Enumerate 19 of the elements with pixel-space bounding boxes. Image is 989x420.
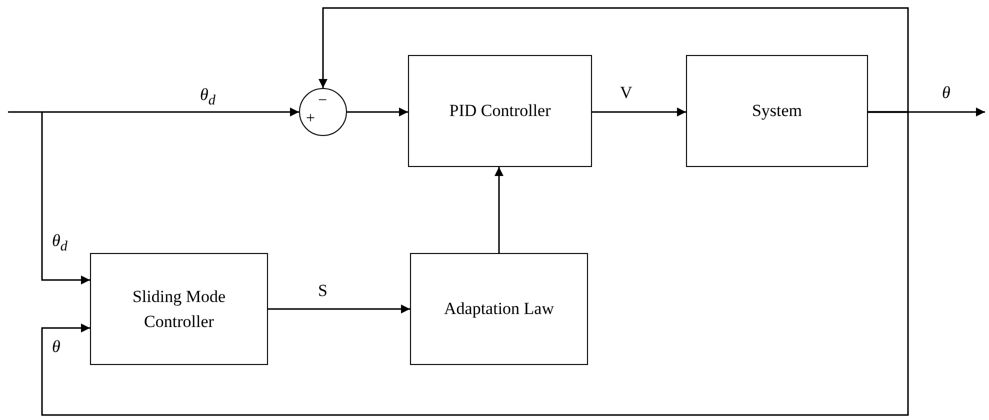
- block-label: Sliding Mode Controller: [131, 286, 227, 333]
- block: [408, 55, 592, 167]
- sign-label: −: [318, 93, 328, 109]
- block-label: PID Controller: [448, 100, 552, 122]
- arrow: [41, 111, 909, 416]
- arrow: [8, 108, 299, 116]
- arrow: [494, 167, 504, 253]
- arrow: [41, 112, 90, 284]
- block-label: System: [750, 100, 804, 122]
- block-label: Adaptation Law: [443, 298, 555, 320]
- arrow: [318, 7, 909, 113]
- block: [90, 253, 268, 365]
- arrow: [268, 304, 410, 314]
- block: [686, 55, 868, 167]
- arrow: [592, 108, 686, 116]
- summing-junction: [299, 88, 347, 136]
- arrow: [347, 108, 408, 116]
- block: [410, 253, 588, 365]
- sign-label: +: [306, 111, 316, 127]
